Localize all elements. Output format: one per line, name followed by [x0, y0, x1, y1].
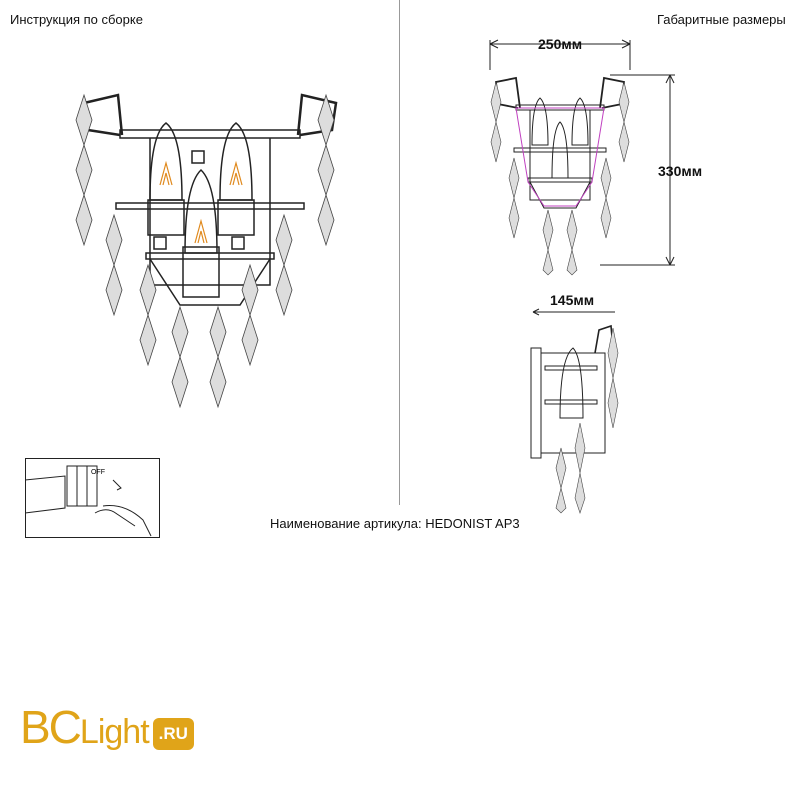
svg-text:OFF: OFF	[91, 469, 105, 476]
fixture-side-drawing	[530, 308, 619, 514]
assembly-instructions-title: Инструкция по сборке	[10, 12, 143, 27]
article-name: Наименование артикула: HEDONIST AP3	[270, 516, 520, 531]
dimensions-title: Габаритные размеры	[657, 12, 786, 27]
power-switch-hand-icon: OFF	[25, 458, 160, 538]
fixture-dimension-drawing	[489, 39, 675, 276]
depth-dimension-label: 145мм	[550, 292, 595, 308]
logo-ru-badge: .RU	[152, 718, 194, 750]
width-dimension-label: 250мм	[538, 36, 583, 52]
logo-light-text: Light	[79, 713, 150, 751]
fixture-front-drawing	[75, 93, 338, 409]
bclight-logo[interactable]: BC Light .RU	[20, 700, 194, 760]
vertical-divider	[399, 0, 400, 505]
height-dimension-label: 330мм	[658, 163, 703, 179]
logo-bc-text: BC	[20, 701, 82, 753]
